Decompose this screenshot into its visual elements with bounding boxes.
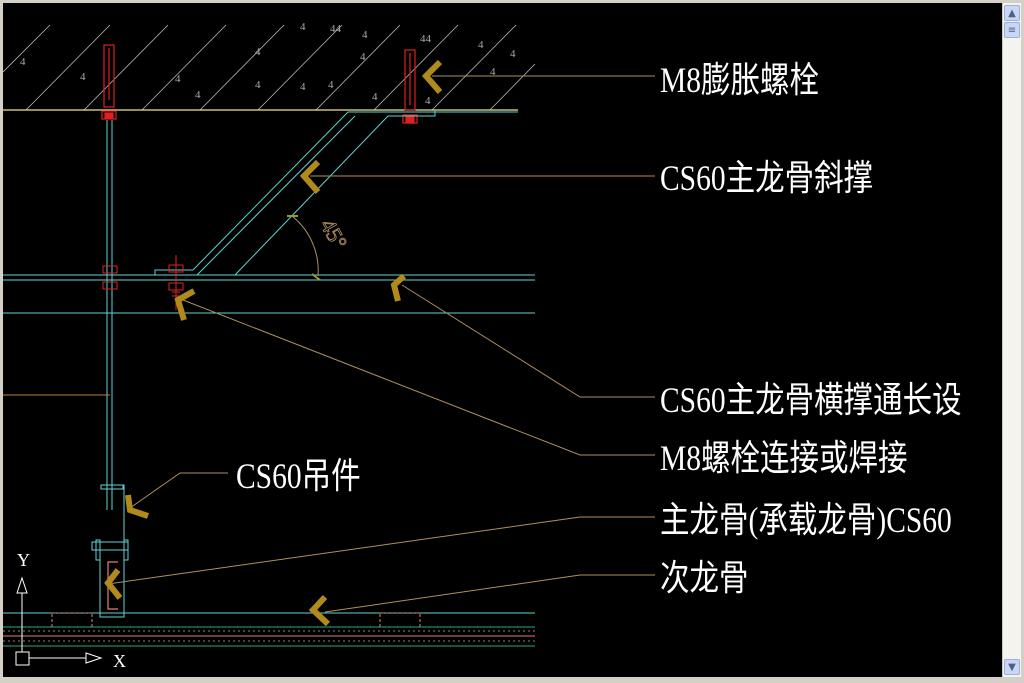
svg-text:4: 4 [372, 91, 378, 103]
scroll-up-button[interactable]: ▲ [1004, 5, 1020, 21]
ucs-icon [15, 576, 103, 666]
svg-text:4: 4 [510, 48, 516, 60]
board-clips [51, 612, 421, 627]
svg-text:4: 4 [80, 71, 86, 83]
label-secondary-keel: 次龙骨 [660, 558, 749, 598]
diagonal-brace [154, 110, 518, 276]
svg-text:44: 44 [330, 23, 342, 35]
label-bolt-connection: M8螺栓连接或焊接 [660, 438, 908, 478]
arrowhead-icons [104, 59, 443, 627]
svg-text:44: 44 [420, 33, 432, 45]
label-main-keel: 主龙骨(承载龙骨)CS60 [660, 500, 952, 540]
svg-text:4: 4 [255, 79, 261, 91]
svg-text:4: 4 [20, 56, 26, 68]
scroll-down-button[interactable]: ▼ [1004, 659, 1020, 675]
svg-text:4: 4 [425, 95, 431, 107]
svg-text:4: 4 [255, 46, 261, 58]
svg-text:4: 4 [328, 79, 334, 91]
label-diagonal-brace: CS60主龙骨斜撑 [660, 158, 873, 198]
label-cross-brace: CS60主龙骨横撑通长设 [660, 380, 962, 420]
angle-dimension [287, 215, 321, 281]
svg-text:4: 4 [360, 51, 366, 63]
leader-lines [107, 75, 655, 613]
ceiling-board [3, 626, 535, 647]
concrete-slab-hatch [2, 24, 536, 111]
label-anchor-bolt: M8膨胀螺栓 [660, 60, 819, 100]
svg-text:4: 4 [300, 81, 306, 93]
hanger-rod [106, 120, 113, 500]
layout-tabs-bar [0, 677, 1024, 683]
label-hanger: CS60吊件 [236, 457, 361, 496]
svg-text:4: 4 [300, 21, 306, 33]
svg-text:4: 4 [362, 29, 368, 41]
svg-text:4: 4 [195, 89, 201, 101]
scroll-thumb[interactable]: ≡ [1004, 22, 1020, 38]
svg-text:4: 4 [478, 39, 484, 51]
anchor-bolt-left [101, 44, 117, 120]
anchor-bolt-right [402, 49, 418, 124]
angle-label: 45° [315, 214, 352, 253]
connection-bolt [168, 255, 184, 310]
svg-text:4: 4 [490, 66, 496, 78]
ucs-y-label: Y [17, 550, 30, 570]
hanger-bracket [91, 484, 129, 618]
svg-text:4: 4 [175, 73, 181, 85]
rod-nuts [102, 265, 118, 290]
cross-brace-members [3, 274, 535, 314]
vertical-scrollbar[interactable]: ▲ ≡ ▼ [1002, 3, 1021, 677]
ucs-x-label: X [113, 651, 126, 671]
